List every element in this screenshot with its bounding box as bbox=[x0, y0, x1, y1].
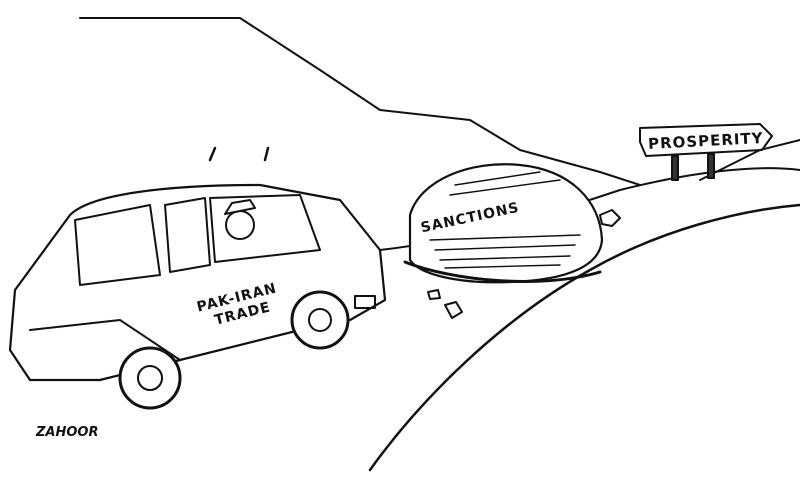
front-wheel bbox=[290, 290, 350, 350]
sanctions-boulder bbox=[403, 163, 604, 284]
rock-small-3 bbox=[427, 289, 441, 300]
rock-small-1 bbox=[599, 209, 621, 227]
artist-signature: ZAHOOR bbox=[36, 425, 99, 440]
mountain-outline bbox=[79, 17, 641, 186]
rock-small-2 bbox=[444, 301, 463, 319]
car bbox=[8, 146, 387, 410]
road-right-edge bbox=[368, 203, 800, 472]
rear-wheel bbox=[118, 346, 182, 410]
prosperity-sign bbox=[639, 123, 773, 181]
